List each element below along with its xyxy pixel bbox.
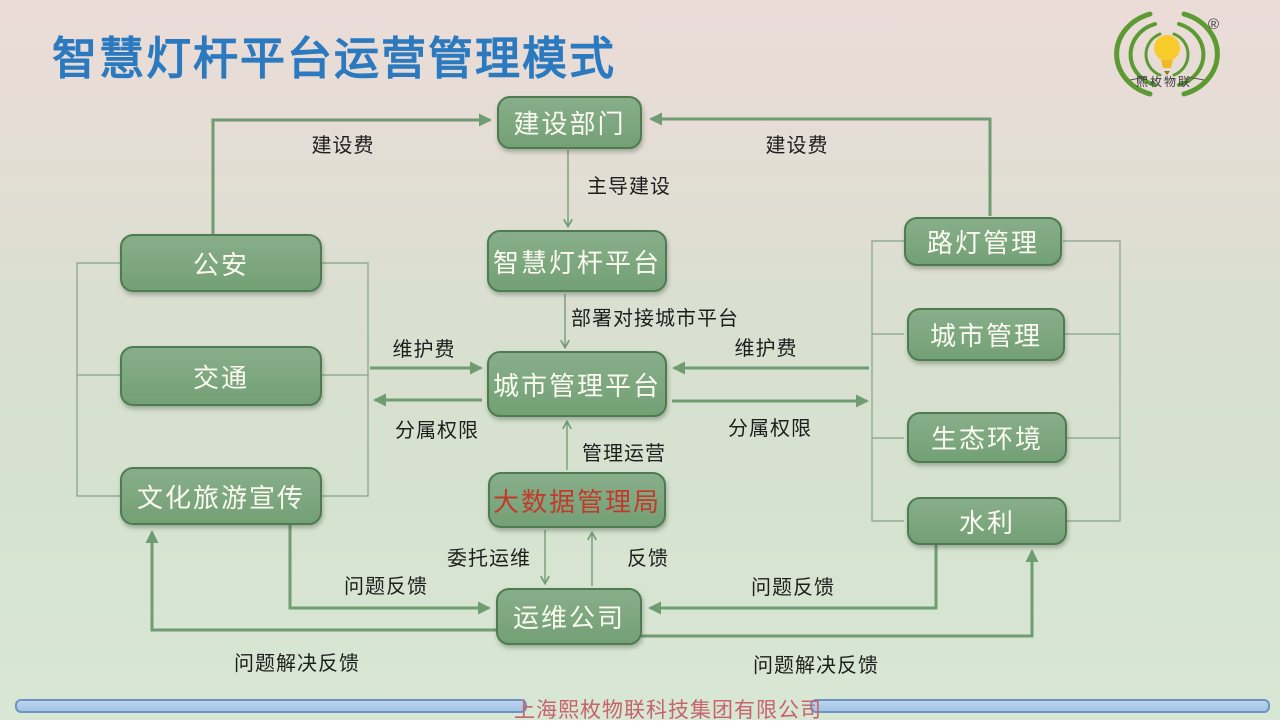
footer-bar-left <box>15 699 527 713</box>
label-build-fee-right: 建设费 <box>765 135 829 157</box>
footer-company-name: 上海熙枚物联科技集团有限公司 <box>514 698 822 722</box>
node-big-data-bureau: 大数据管理局 <box>488 472 666 528</box>
node-construction-dept: 建设部门 <box>497 96 642 149</box>
label-issue-resolve-right: 问题解决反馈 <box>753 655 879 677</box>
label-issue-resolve-left: 问题解决反馈 <box>234 653 360 675</box>
node-water: 水利 <box>907 497 1067 545</box>
node-police: 公安 <box>120 234 322 292</box>
edge-build-fee-left <box>211 113 492 236</box>
logo-arcs-icon <box>1114 11 1220 97</box>
label-lead-build: 主导建设 <box>587 176 671 198</box>
node-city-mgmt: 城市管理 <box>907 308 1065 361</box>
label-build-fee-left: 建设费 <box>311 135 375 157</box>
footer-bar-right <box>810 699 1270 713</box>
registered-mark: ® <box>1208 16 1220 33</box>
logo-tick-lines <box>1129 76 1205 81</box>
label-maint-fee-right: 维护费 <box>734 338 798 360</box>
bracket-right-inner <box>871 240 904 522</box>
edge-issue-fb-left <box>288 524 491 615</box>
label-deploy: 部署对接城市平台 <box>571 308 739 330</box>
bracket-left-outer <box>76 262 120 497</box>
bracket-right-outer <box>1063 240 1121 522</box>
lightbulb-icon <box>1154 35 1180 75</box>
edge-build-fee-right <box>649 112 992 216</box>
label-perm-left: 分属权限 <box>395 420 479 442</box>
node-smart-pole-platform: 智慧灯杆平台 <box>487 230 667 292</box>
label-feedback: 反馈 <box>627 548 669 570</box>
label-manage-operate: 管理运营 <box>582 443 666 465</box>
label-issue-fb-left: 问题反馈 <box>344 576 428 598</box>
node-culture-tourism: 文化旅游宣传 <box>120 467 322 525</box>
label-issue-fb-right: 问题反馈 <box>751 577 835 599</box>
label-maint-fee-left: 维护费 <box>392 339 456 361</box>
logo-graphic <box>1114 11 1220 97</box>
edge-issue-resolve-left <box>145 530 502 632</box>
node-street-light-mgmt: 路灯管理 <box>904 217 1062 266</box>
logo-text: 熙枚物联 <box>1135 75 1193 89</box>
node-om-company: 运维公司 <box>496 588 642 645</box>
company-logo: ® 熙枚物联 <box>1100 8 1240 103</box>
node-traffic: 交通 <box>120 346 322 406</box>
bracket-left-inner <box>322 262 369 497</box>
label-perm-right: 分属权限 <box>728 418 812 440</box>
page-title: 智慧灯杆平台运营管理模式 <box>52 34 617 84</box>
edge-issue-fb-right <box>648 542 938 615</box>
edge-issue-resolve-right <box>636 549 1039 638</box>
label-entrust: 委托运维 <box>447 548 531 570</box>
node-ecology: 生态环境 <box>907 412 1067 463</box>
node-city-mgmt-platform: 城市管理平台 <box>487 351 667 417</box>
